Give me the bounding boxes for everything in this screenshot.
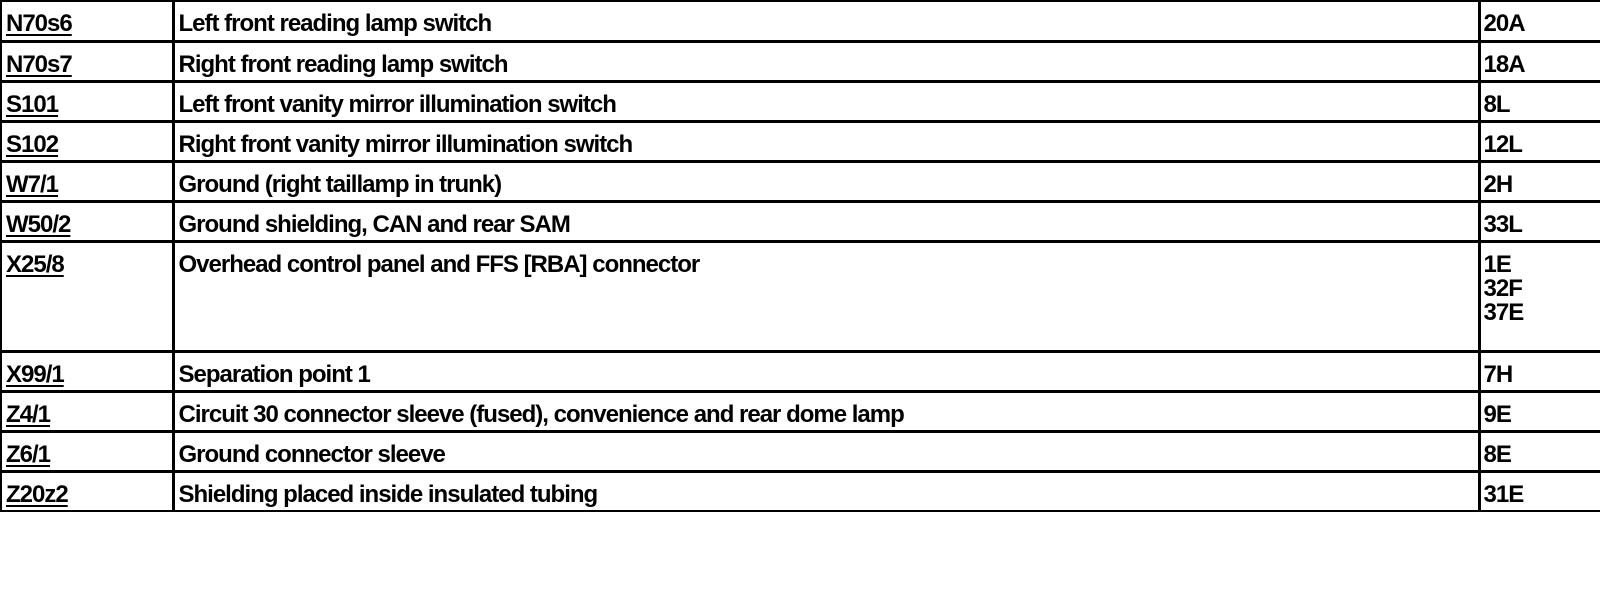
- component-code-link[interactable]: Z20z2: [6, 480, 69, 508]
- grid-location: 37E: [1483, 298, 1525, 326]
- component-code-link[interactable]: N70s6: [6, 10, 73, 37]
- component-code-link[interactable]: S101: [6, 90, 59, 118]
- description-cell: Separation point 1: [171, 349, 1481, 393]
- table-row: W50/2 Ground shielding, CAN and rear SAM…: [0, 199, 1600, 243]
- component-description: Ground connector sleeve: [178, 440, 446, 468]
- component-code-link[interactable]: N70s7: [6, 50, 73, 78]
- code-cell: S101: [0, 79, 175, 123]
- component-description: Circuit 30 connector sleeve (fused), con…: [178, 400, 905, 428]
- component-code-link[interactable]: W50/2: [6, 210, 71, 238]
- code-cell: Z4/1: [0, 389, 175, 433]
- table-row: Z4/1 Circuit 30 connector sleeve (fused)…: [0, 389, 1600, 433]
- component-description: Ground shielding, CAN and rear SAM: [178, 210, 571, 238]
- description-cell: Circuit 30 connector sleeve (fused), con…: [171, 389, 1481, 433]
- location-cell: 20A: [1477, 0, 1600, 43]
- code-cell: X25/8: [0, 239, 175, 353]
- description-cell: Ground (right taillamp in trunk): [171, 159, 1481, 203]
- grid-location: 8L: [1483, 90, 1511, 118]
- table-row: Z6/1 Ground connector sleeve 8E: [0, 429, 1600, 473]
- grid-location: 31E: [1483, 480, 1525, 508]
- description-cell: Overhead control panel and FFS [RBA] con…: [171, 239, 1481, 353]
- location-cell: 33L: [1477, 199, 1600, 243]
- description-cell: Right front vanity mirror illumination s…: [171, 119, 1481, 163]
- location-cell: 31E: [1477, 469, 1600, 512]
- component-description: Separation point 1: [178, 360, 371, 388]
- code-cell: N70s6: [0, 0, 175, 43]
- location-cell: 1E 32F 37E: [1477, 239, 1600, 353]
- component-description: Shielding placed inside insulated tubing: [178, 480, 599, 508]
- component-code-link[interactable]: Z6/1: [6, 440, 51, 468]
- grid-location: 9E: [1483, 400, 1512, 428]
- location-cell: 8L: [1477, 79, 1600, 123]
- code-cell: Z6/1: [0, 429, 175, 473]
- location-cell: 8E: [1477, 429, 1600, 473]
- component-code-link[interactable]: X99/1: [6, 360, 65, 388]
- component-code-link[interactable]: Z4/1: [6, 400, 51, 428]
- grid-location: 7H: [1483, 360, 1514, 388]
- component-description: Right front vanity mirror illumination s…: [178, 130, 634, 158]
- location-cell: 7H: [1477, 349, 1600, 393]
- location-cell: 12L: [1477, 119, 1600, 163]
- code-cell: S102: [0, 119, 175, 163]
- table-row: N70s7 Right front reading lamp switch 18…: [0, 39, 1600, 83]
- code-cell: X99/1: [0, 349, 175, 393]
- grid-location: 33L: [1483, 210, 1523, 238]
- location-cell: 18A: [1477, 39, 1600, 83]
- component-code-link[interactable]: W7/1: [6, 170, 59, 198]
- table-row: X99/1 Separation point 1 7H: [0, 349, 1600, 393]
- grid-location: 8E: [1483, 440, 1512, 468]
- component-code-link[interactable]: S102: [6, 130, 59, 158]
- component-description: Left front reading lamp switch: [178, 10, 493, 37]
- code-cell: Z20z2: [0, 469, 175, 512]
- table-row: S102 Right front vanity mirror illuminat…: [0, 119, 1600, 163]
- component-description: Overhead control panel and FFS [RBA] con…: [178, 250, 701, 278]
- description-cell: Shielding placed inside insulated tubing: [171, 469, 1481, 512]
- component-description: Ground (right taillamp in trunk): [178, 170, 503, 198]
- grid-location: 32F: [1483, 274, 1523, 302]
- component-description: Right front reading lamp switch: [178, 50, 509, 78]
- description-cell: Ground shielding, CAN and rear SAM: [171, 199, 1481, 243]
- description-cell: Right front reading lamp switch: [171, 39, 1481, 83]
- table-row: N70s6 Left front reading lamp switch 20A: [0, 0, 1600, 43]
- table-row: Z20z2 Shielding placed inside insulated …: [0, 469, 1600, 512]
- location-cell: 9E: [1477, 389, 1600, 433]
- code-cell: N70s7: [0, 39, 175, 83]
- grid-location: 2H: [1483, 170, 1514, 198]
- component-legend-table: N70s6 Left front reading lamp switch 20A…: [0, 0, 1600, 512]
- grid-location: 12L: [1483, 130, 1523, 158]
- description-cell: Ground connector sleeve: [171, 429, 1481, 473]
- component-code-link[interactable]: X25/8: [6, 250, 65, 278]
- component-description: Left front vanity mirror illumination sw…: [178, 90, 617, 118]
- description-cell: Left front reading lamp switch: [171, 0, 1481, 43]
- description-cell: Left front vanity mirror illumination sw…: [171, 79, 1481, 123]
- grid-location: 20A: [1483, 10, 1526, 37]
- grid-location: 1E: [1483, 250, 1512, 278]
- table-row: S101 Left front vanity mirror illuminati…: [0, 79, 1600, 123]
- code-cell: W7/1: [0, 159, 175, 203]
- table-row: W7/1 Ground (right taillamp in trunk) 2H: [0, 159, 1600, 203]
- location-cell: 2H: [1477, 159, 1600, 203]
- table-row: X25/8 Overhead control panel and FFS [RB…: [0, 239, 1600, 353]
- grid-location: 18A: [1483, 50, 1526, 78]
- code-cell: W50/2: [0, 199, 175, 243]
